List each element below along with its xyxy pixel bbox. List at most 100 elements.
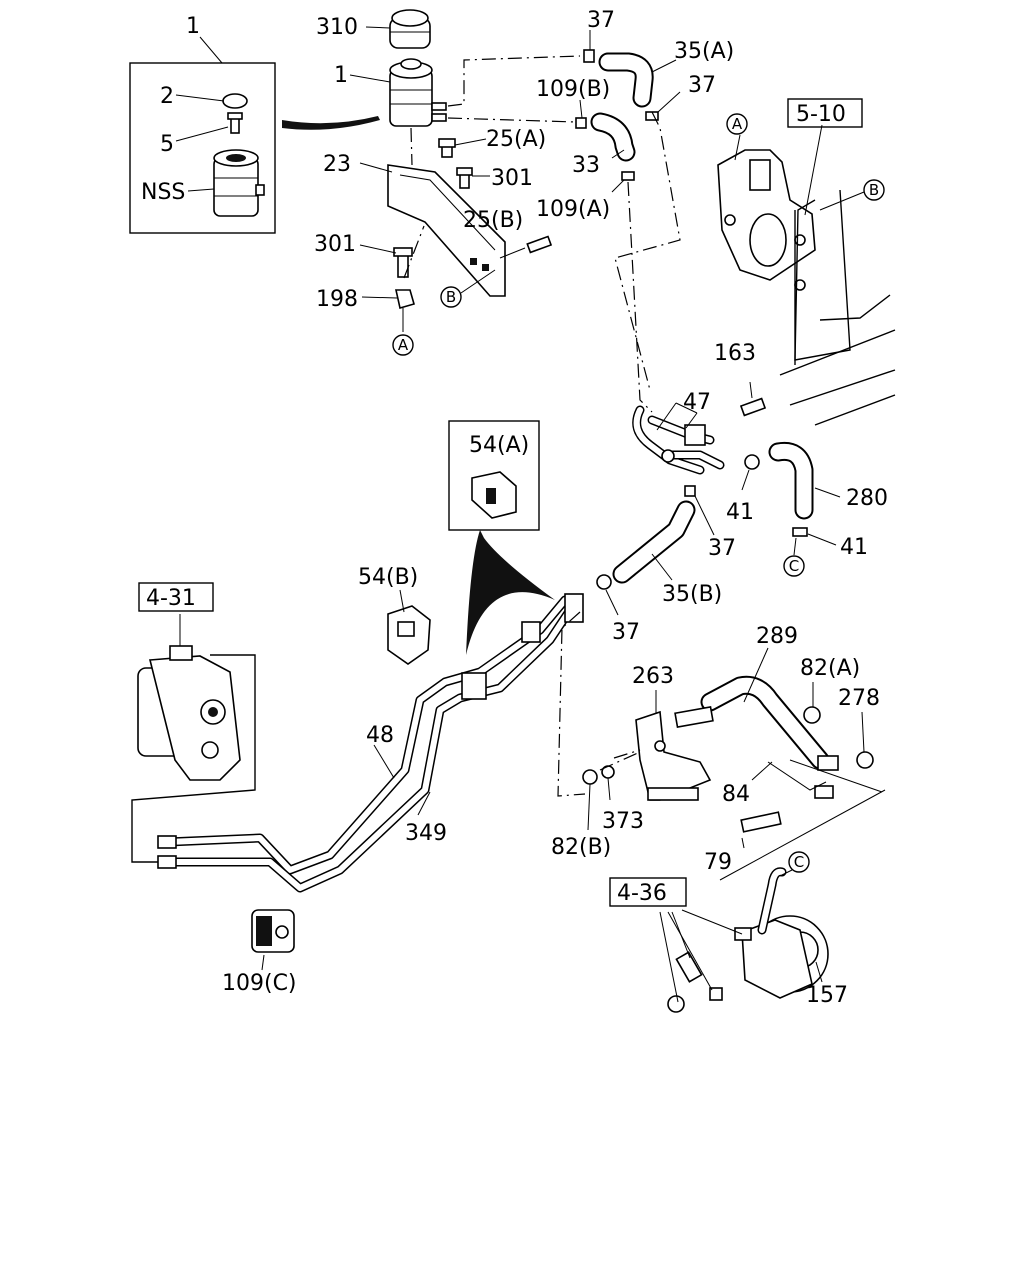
hose-35a [598, 52, 677, 108]
clip-109a [611, 171, 635, 193]
label-263: 263 [632, 664, 674, 689]
label-48: 48 [366, 723, 394, 748]
label-198: 198 [316, 287, 358, 312]
marker-c-pump: C [779, 851, 810, 877]
svg-text:B: B [446, 288, 456, 306]
label-23: 23 [323, 152, 351, 177]
pipe-clamps [157, 593, 584, 869]
label-54a: 54(A) [469, 433, 529, 458]
label-41-upper: 41 [726, 500, 754, 525]
washer-373 [599, 751, 641, 801]
marker-c-hose: C [783, 555, 805, 577]
pipe-assembly-47 [632, 402, 725, 475]
label-37-c: 37 [708, 536, 736, 561]
reservoir-bracket-23 [359, 127, 506, 297]
clamp-37-top [583, 30, 595, 63]
clip-54a-inset [448, 420, 555, 655]
hose-35b [612, 500, 696, 584]
label-109a: 109(A) [536, 197, 610, 222]
label-82b: 82(B) [551, 835, 611, 860]
label-47: 47 [683, 390, 711, 415]
svg-text:A: A [398, 336, 409, 354]
part-labels: 1 2 5 NSS 310 1 23 25(A) 301 25(B) 301 1… [141, 8, 888, 1008]
clamp-37-c [684, 485, 715, 536]
suction-hose-289 [700, 647, 830, 770]
label-35b: 35(B) [662, 582, 722, 607]
label-2: 2 [160, 84, 174, 109]
label-37-b: 37 [688, 73, 716, 98]
label-1-top: 1 [186, 14, 200, 39]
label-157: 157 [806, 983, 848, 1008]
label-1: 1 [334, 63, 348, 88]
reservoir-1 [349, 58, 447, 127]
label-5: 5 [160, 132, 174, 157]
steering-gear-4-31 [131, 614, 256, 863]
clip-109b [575, 99, 587, 129]
svg-text:C: C [789, 557, 799, 575]
nut-82a [803, 682, 821, 724]
hose-280 [768, 441, 841, 520]
ref-label-5-10: 5-10 [796, 102, 846, 127]
frame-assembly-5-10 [717, 124, 896, 426]
nut-278 [856, 711, 874, 769]
label-301-lower: 301 [314, 232, 356, 257]
label-280: 280 [846, 486, 888, 511]
label-25b: 25(B) [463, 208, 523, 233]
bolt-25b [499, 235, 553, 259]
marker-a-upper-left: A [392, 334, 414, 356]
label-37-d: 37 [612, 620, 640, 645]
clip-198 [361, 225, 425, 332]
label-310: 310 [316, 15, 358, 40]
ref-box-5-10 [787, 98, 863, 128]
bolt-25a [438, 138, 487, 158]
bolt-301-lower [359, 244, 413, 278]
reservoir-return-lines [447, 55, 681, 413]
pressure-line-dash [557, 611, 641, 797]
label-278: 278 [838, 686, 880, 711]
label-25a: 25(A) [486, 127, 546, 152]
bolt-on-bracket [674, 706, 714, 728]
label-35a: 35(A) [674, 39, 734, 64]
pipe-349 [163, 605, 575, 893]
reservoir-inset-box [129, 36, 276, 234]
pipe-84 [751, 755, 839, 799]
label-37-top: 37 [587, 8, 615, 33]
svg-text:A: A [732, 115, 743, 133]
connection-markers: A B A B C C [392, 113, 885, 877]
clamp-41-lower [792, 527, 837, 556]
label-301-upper: 301 [491, 166, 533, 191]
label-84: 84 [722, 782, 750, 807]
ref-box-4-36 [609, 877, 687, 907]
bolt-79 [719, 759, 886, 881]
marker-a-frame: A [726, 113, 748, 135]
hose-33 [590, 112, 636, 162]
inset-pointer-arrow [282, 116, 380, 130]
ref-label-4-31: 4-31 [146, 586, 196, 611]
label-33: 33 [572, 153, 600, 178]
label-nss: NSS [141, 180, 185, 205]
label-82a: 82(A) [800, 656, 860, 681]
label-289: 289 [756, 624, 798, 649]
label-373: 373 [602, 809, 644, 834]
pipe-48 [163, 595, 570, 875]
label-163: 163 [714, 341, 756, 366]
ref-label-4-36: 4-36 [617, 881, 667, 906]
label-79: 79 [704, 850, 732, 875]
label-109c: 109(C) [222, 971, 297, 996]
label-54b: 54(B) [358, 565, 418, 590]
clamp-37-d [596, 574, 619, 616]
svg-text:C: C [794, 853, 804, 871]
marker-b-frame: B [863, 179, 885, 201]
bolt-301-upper [456, 167, 490, 189]
label-349: 349 [405, 821, 447, 846]
bolt-163 [739, 381, 767, 417]
clip-109c [251, 909, 295, 971]
reference-labels: 5-10 4-31 4-36 [146, 102, 846, 906]
clamp-41-upper [741, 454, 760, 491]
svg-text:B: B [869, 181, 879, 199]
clip-54b [387, 589, 431, 665]
label-109b: 109(B) [536, 77, 610, 102]
pump-fasteners [659, 909, 743, 1013]
marker-b-bracket: B [440, 269, 496, 308]
